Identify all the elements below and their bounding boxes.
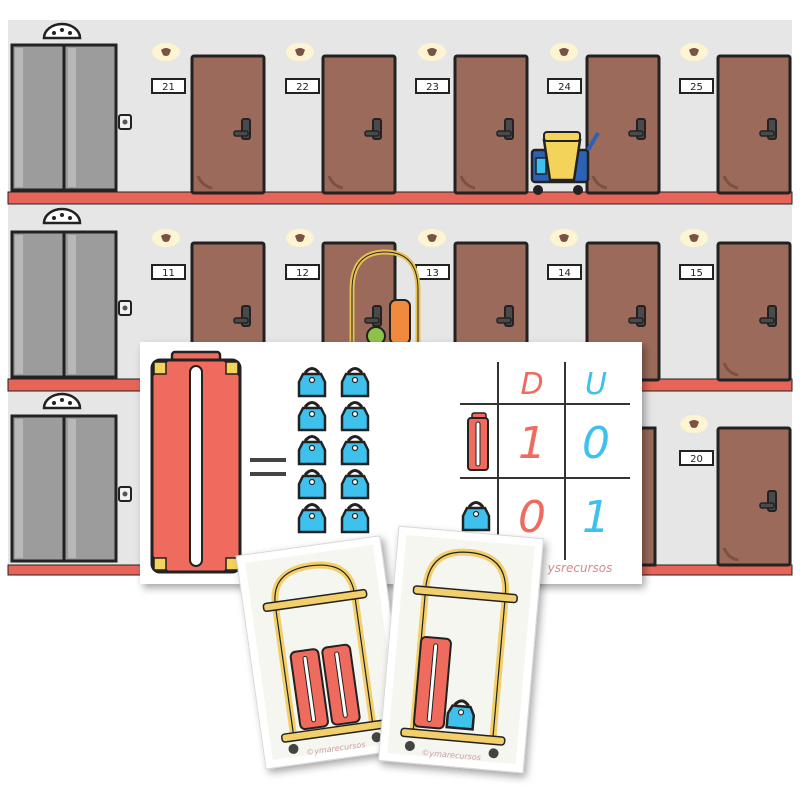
room-plate [679, 450, 714, 466]
suitcase-and-bag-card: ©ymarecursos [377, 525, 544, 774]
room-plate [415, 78, 450, 94]
room-plate [679, 78, 714, 94]
units-header: U [585, 367, 607, 402]
wall-lamp-icon [550, 43, 578, 61]
wall-lamp-icon [152, 43, 180, 61]
big-suitcase-icon [150, 350, 242, 574]
elevator-door [10, 230, 118, 379]
room-number-24: 24 [558, 82, 571, 93]
room-door-25 [716, 54, 792, 195]
elevator-door [10, 43, 118, 192]
room-number-14: 14 [558, 268, 571, 279]
wall-lamp-icon [418, 229, 446, 247]
wall-lamp-icon [550, 229, 578, 247]
luggage-cart-icon [400, 548, 518, 759]
place-value-card: D U 1 0 0 1 ysrecursos [140, 342, 642, 584]
room-door-22 [321, 54, 397, 195]
row1-units-value: 0 [582, 418, 610, 469]
housekeeping-cart-icon [530, 131, 600, 195]
wall-lamp-icon [286, 43, 314, 61]
elevator-call-button-icon [118, 114, 132, 130]
room-number-13: 13 [426, 268, 439, 279]
elevator-call-button-icon [118, 300, 132, 316]
room-number-11: 11 [162, 268, 175, 279]
wall-lamp-icon [680, 229, 708, 247]
room-number-20: 20 [690, 454, 703, 465]
room-number-15: 15 [690, 268, 703, 279]
room-plate [547, 264, 582, 280]
floor-stripe-top [7, 191, 793, 205]
room-door-15 [716, 241, 792, 382]
tens-header: D [520, 367, 543, 402]
elevator-call-button-icon [118, 486, 132, 502]
place-value-table: D U 1 0 0 1 ysrecursos [460, 362, 630, 575]
card-watermark: ysrecursos [547, 561, 613, 575]
room-plate [151, 78, 186, 94]
room-number-12: 12 [296, 268, 309, 279]
wall-lamp-icon [286, 229, 314, 247]
middle-floor: 11 12 13 14 15 [10, 207, 792, 382]
row2-tens-value: 0 [518, 492, 546, 543]
wall-lamp-icon [680, 43, 708, 61]
row2-units-value: 1 [582, 492, 610, 543]
row1-tens-value: 1 [518, 418, 546, 469]
top-floor: 21 22 23 24 25 [10, 22, 792, 195]
row-suitcase-icon [467, 412, 489, 471]
wall-lamp-icon [418, 43, 446, 61]
room-door-24 [585, 54, 661, 195]
room-door-21 [190, 54, 266, 195]
luggage-cart-icon [262, 561, 386, 754]
room-number-22: 22 [296, 82, 309, 93]
elevator-door [10, 414, 118, 563]
equals-sign-icon [250, 458, 286, 476]
room-plate [547, 78, 582, 94]
wall-lamp-icon [152, 229, 180, 247]
wall-lamp-icon [680, 415, 708, 433]
room-number-25: 25 [690, 82, 703, 93]
room-plate [151, 264, 186, 280]
room-plate [285, 264, 320, 280]
luggage-cart-icon [349, 249, 421, 346]
room-plate [285, 78, 320, 94]
room-door-20 [716, 426, 792, 567]
room-plate [679, 264, 714, 280]
room-number-21: 21 [162, 82, 175, 93]
room-door-23 [453, 54, 529, 195]
room-number-23: 23 [426, 82, 439, 93]
